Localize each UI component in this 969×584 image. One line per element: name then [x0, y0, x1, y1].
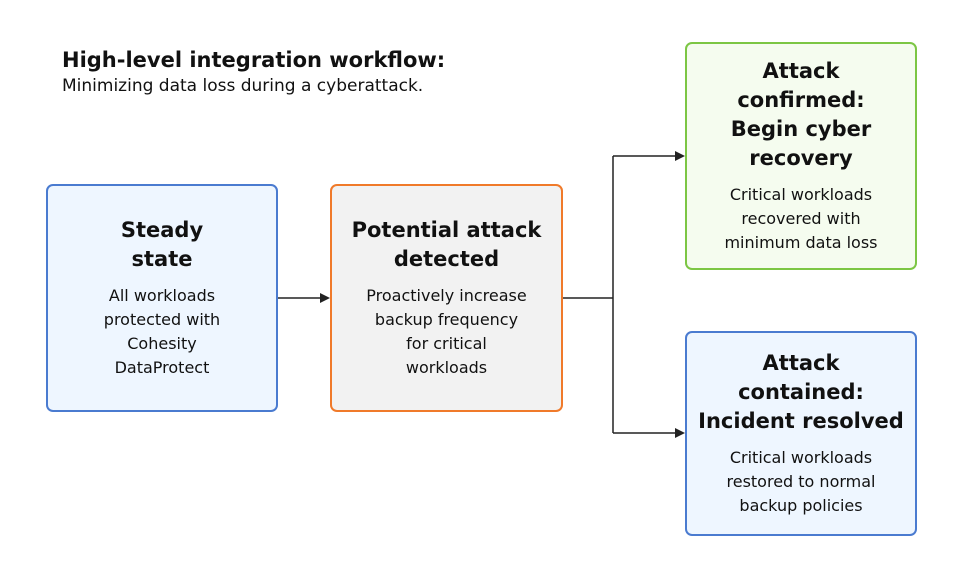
- attack-contained-box: Attack contained:Incident resolved Criti…: [685, 331, 917, 536]
- diagram-header: High-level integration workflow: Minimiz…: [62, 46, 445, 98]
- attack-contained-title: Attack contained:Incident resolved: [698, 351, 904, 433]
- arrowheads: [320, 151, 685, 438]
- diagram-subtitle: Minimizing data loss during a cyberattac…: [62, 76, 424, 96]
- arrowhead-to-detected: [320, 293, 330, 303]
- arrowhead-to-confirmed: [675, 151, 685, 161]
- diagram-title: High-level integration workflow:: [62, 48, 446, 72]
- arrowhead-to-contained: [675, 428, 685, 438]
- connector-lines: [278, 155, 677, 434]
